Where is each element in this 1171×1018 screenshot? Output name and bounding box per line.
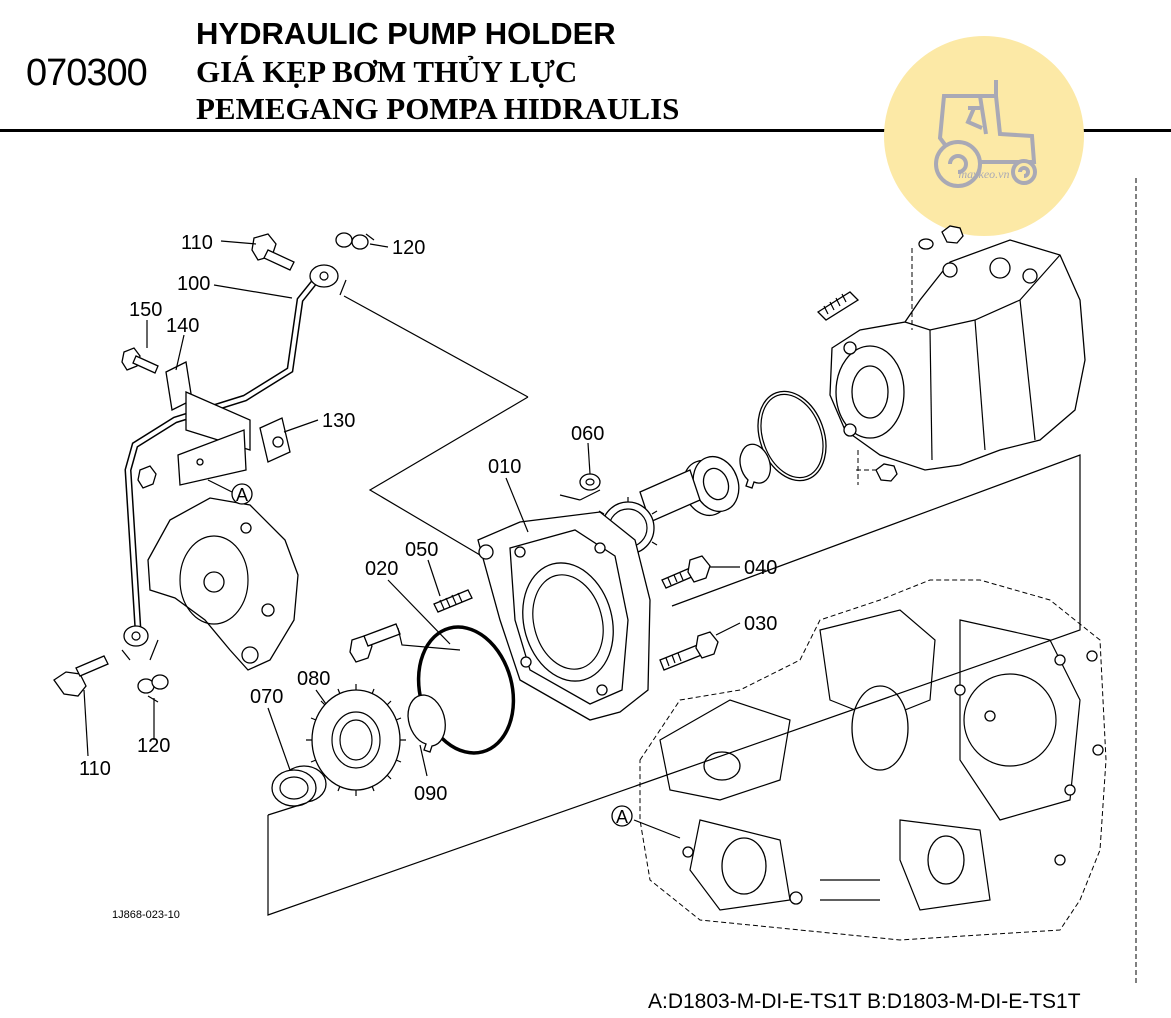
title-indonesian: PEMEGANG POMPA HIDRAULIS — [196, 91, 680, 126]
model-applicability: A:D1803-M-DI-E-TS1T B:D1803-M-DI-E-TS1T — [648, 990, 1081, 1013]
section-code: 070300 — [26, 52, 148, 94]
callout-040: 040 — [744, 557, 777, 579]
callout-110-bottom: 110 — [79, 758, 111, 780]
banjo-bolt-110-top — [251, 233, 295, 271]
callout-060: 060 — [571, 423, 604, 445]
bolt-040 — [661, 555, 711, 589]
bushing-070 — [271, 765, 327, 807]
pump-holder — [477, 511, 651, 721]
callout-050: 050 — [405, 539, 438, 561]
engine-block — [639, 579, 1107, 941]
callout-110-top: 110 — [181, 232, 213, 254]
gear-080 — [306, 684, 406, 796]
callout-140: 140 — [166, 315, 199, 337]
callout-080: 080 — [297, 668, 330, 690]
title-english: HYDRAULIC PUMP HOLDER — [196, 16, 616, 51]
drawing-code: 1J868-023-10 — [112, 909, 180, 921]
tractor-icon — [934, 80, 1037, 188]
washers-120-bottom — [137, 674, 169, 703]
header-rule — [0, 129, 1171, 132]
callout-010: 010 — [488, 456, 521, 478]
washers-120-top — [335, 232, 375, 250]
callout-120-bottom: 120 — [137, 735, 170, 757]
banjo-bolt-110-bottom — [53, 655, 109, 697]
ref-marker-a-lower: A — [611, 805, 633, 827]
watermark-logo: maykeo.vn — [884, 36, 1084, 236]
pipe-clamps — [165, 361, 291, 486]
title-vietnamese: GIÁ KẸP BƠM THỦY LỰC — [196, 54, 578, 89]
bolt-030 — [659, 631, 719, 671]
callout-070: 070 — [250, 686, 283, 708]
ref-marker-a-upper: A — [231, 483, 253, 505]
svg-text:A: A — [616, 807, 628, 827]
callout-030: 030 — [744, 613, 777, 635]
callout-100: 100 — [177, 273, 210, 295]
gear-case-cover — [147, 497, 299, 671]
callout-130: 130 — [322, 410, 355, 432]
watermark-text: maykeo.vn — [959, 167, 1010, 181]
callout-150: 150 — [129, 299, 162, 321]
hydraulic-pump-unit — [829, 239, 1086, 471]
pump-fasteners — [816, 225, 964, 485]
callout-090: 090 — [414, 783, 447, 805]
bearing — [682, 455, 740, 517]
callout-120-top: 120 — [392, 237, 425, 259]
svg-text:A: A — [236, 485, 248, 505]
frame-lines — [267, 454, 1081, 916]
callout-020: 020 — [365, 558, 398, 580]
